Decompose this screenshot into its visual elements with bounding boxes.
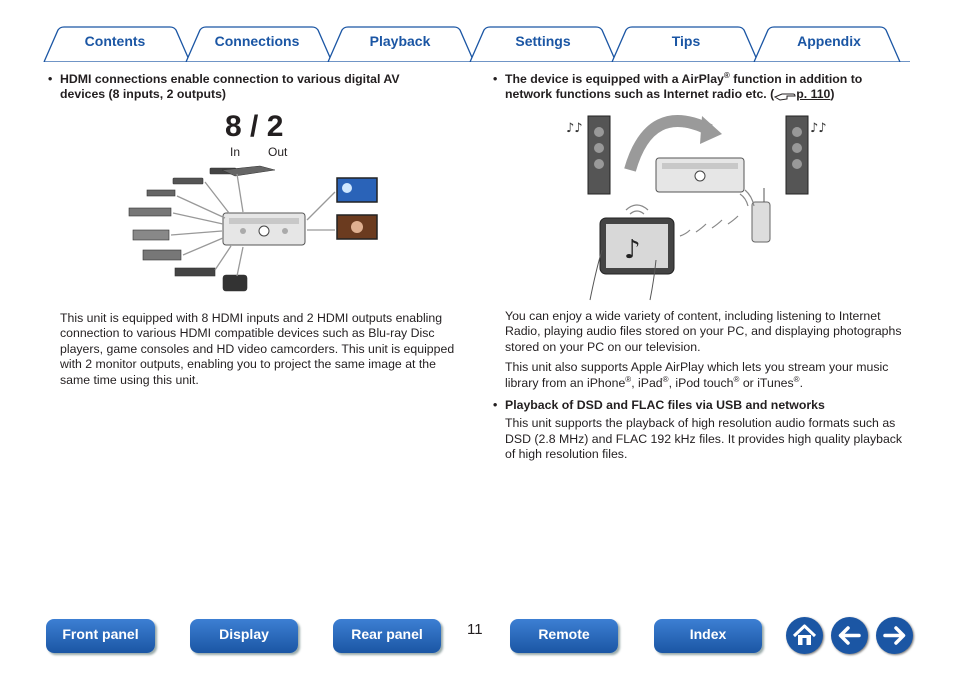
paren-close: )	[830, 87, 835, 102]
para2-c: , iPod touch	[668, 375, 734, 390]
forward-button[interactable]	[876, 617, 913, 654]
para2-a: This unit also supports Apple AirPlay wh…	[505, 360, 889, 390]
airplay-diagram: ♪♪ ♪♪ ♪	[566, 115, 827, 301]
page-number: 11	[467, 621, 483, 638]
svg-text:♪♪: ♪♪	[810, 121, 827, 136]
rear-panel-button[interactable]: Rear panel	[333, 619, 441, 653]
tab-tips[interactable]: Tips	[671, 33, 701, 49]
dsd-block: Playback of DSD and FLAC files via USB a…	[491, 398, 911, 463]
left-column: HDMI connections enable connection to va…	[46, 72, 446, 103]
svg-text:♪: ♪	[624, 235, 641, 265]
hdmi-diagram	[128, 165, 378, 292]
home-button[interactable]	[786, 617, 823, 654]
remote-button[interactable]: Remote	[510, 619, 618, 653]
index-button[interactable]: Index	[654, 619, 762, 653]
tab-playback[interactable]: Playback	[369, 33, 431, 49]
io-in-label: In	[230, 145, 241, 159]
arrow-left-icon	[838, 626, 861, 645]
tab-outline	[43, 26, 910, 62]
left-body: This unit is equipped with 8 HDMI inputs…	[60, 311, 460, 388]
back-button[interactable]	[831, 617, 868, 654]
airplay-para-2: This unit also supports Apple AirPlay wh…	[505, 360, 910, 391]
hdmi-io-figure: 8 / 2 In Out	[125, 110, 385, 300]
home-icon	[792, 624, 817, 645]
para2-d: or iTunes	[739, 375, 794, 390]
registered-mark: ®	[723, 70, 730, 80]
hdmi-body-text: This unit is equipped with 8 HDMI inputs…	[60, 311, 455, 387]
right-body: You can enjoy a wide variety of content,…	[505, 309, 910, 391]
io-out-label: Out	[268, 145, 288, 159]
svg-text:♪♪: ♪♪	[566, 121, 583, 136]
airplay-heading: The device is equipped with a AirPlay® f…	[491, 70, 901, 103]
tab-appendix[interactable]: Appendix	[797, 33, 861, 49]
hdmi-heading: HDMI connections enable connection to va…	[46, 72, 446, 103]
dsd-para: This unit supports the playback of high …	[505, 416, 903, 462]
dsd-heading: Playback of DSD and FLAC files via USB a…	[491, 398, 911, 414]
io-count: 8 / 2	[225, 110, 284, 143]
para2-b: , iPad	[631, 375, 663, 390]
top-tab-bar: Contents Connections Playback Settings T…	[0, 0, 954, 62]
display-button[interactable]: Display	[190, 619, 298, 653]
para2-e: .	[799, 375, 803, 390]
arrow-right-icon	[883, 626, 906, 645]
airplay-heading-text-2: function in addition to network function…	[505, 72, 863, 102]
airplay-para-1: You can enjoy a wide variety of content,…	[505, 309, 902, 354]
reg-mark-1: ®	[625, 374, 632, 384]
page-link-110[interactable]: p. 110	[796, 87, 831, 102]
tab-connections[interactable]: Connections	[214, 33, 300, 49]
airplay-figure: ♪♪ ♪♪ ♪	[560, 110, 850, 305]
tab-contents[interactable]: Contents	[84, 33, 146, 49]
reg-mark-4: ®	[793, 374, 800, 384]
tab-settings[interactable]: Settings	[515, 33, 571, 49]
reg-mark-3: ®	[733, 374, 740, 384]
airplay-heading-text: The device is equipped with a AirPlay	[505, 72, 724, 86]
hand-pointer-icon	[774, 90, 796, 101]
reg-mark-2: ®	[662, 374, 669, 384]
front-panel-button[interactable]: Front panel	[46, 619, 155, 653]
right-heading-block: The device is equipped with a AirPlay® f…	[491, 70, 901, 103]
